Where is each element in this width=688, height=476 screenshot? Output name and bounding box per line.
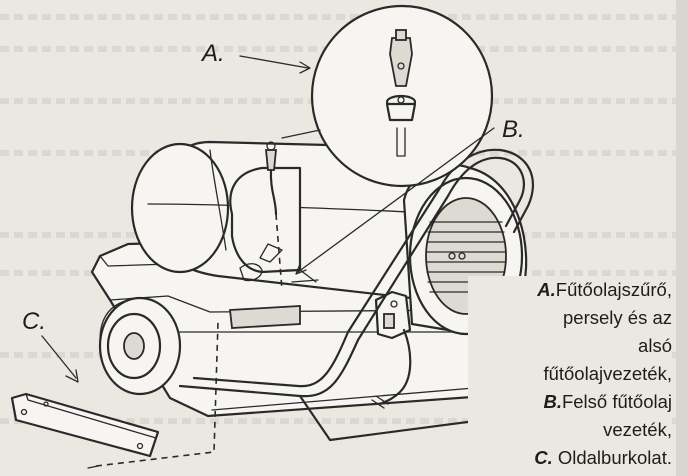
callout-label-b: B. <box>502 116 525 143</box>
callout-arrow-a <box>239 55 311 74</box>
callout-label-a: A. <box>202 40 225 67</box>
legend-key-b: B. <box>543 391 562 412</box>
legend-text-a3: alsó <box>638 335 672 356</box>
side-panel <box>10 321 219 469</box>
legend-caption: A.Fűtőolajszűrő, persely és az alsó fűtő… <box>468 276 672 472</box>
legend-line: B.Felső fűtőolaj <box>472 388 672 416</box>
legend-line: C. Oldalburkolat. <box>472 444 672 472</box>
legend-text-b1: Felső fűtőolaj <box>561 391 672 412</box>
control-box <box>371 290 412 409</box>
bleed-through-text <box>0 418 688 424</box>
bleed-through-text <box>0 14 688 20</box>
legend-text-a4: fűtőolajvezeték, <box>543 363 672 384</box>
legend-text-a2: persely és az <box>563 307 672 328</box>
legend-key-a: A. <box>537 279 556 300</box>
legend-line: alsó <box>472 332 672 360</box>
legend-key-c: C. <box>534 447 553 468</box>
legend-line: fűtőolajvezeték, <box>472 360 672 388</box>
wheel <box>98 296 182 396</box>
page-edge <box>676 0 688 476</box>
fan-shroud <box>402 163 528 336</box>
legend-text-c1: Oldalburkolat. <box>552 447 672 468</box>
callout-label-c: C. <box>22 308 46 335</box>
callout-arrow-c <box>41 335 79 383</box>
legend-line: A.Fűtőolajszűrő, <box>472 276 672 304</box>
legend-line: vezeték, <box>472 416 672 444</box>
detail-circle-filter <box>310 4 494 188</box>
callout-arrow-b <box>295 127 495 275</box>
detail-leader-line <box>281 129 321 139</box>
legend-text-a1: Fűtőolajszűrő, <box>555 279 672 300</box>
legend-text-b2: vezeték, <box>603 419 672 440</box>
legend-line: persely és az <box>472 304 672 332</box>
fuel-filter-line <box>239 141 319 291</box>
